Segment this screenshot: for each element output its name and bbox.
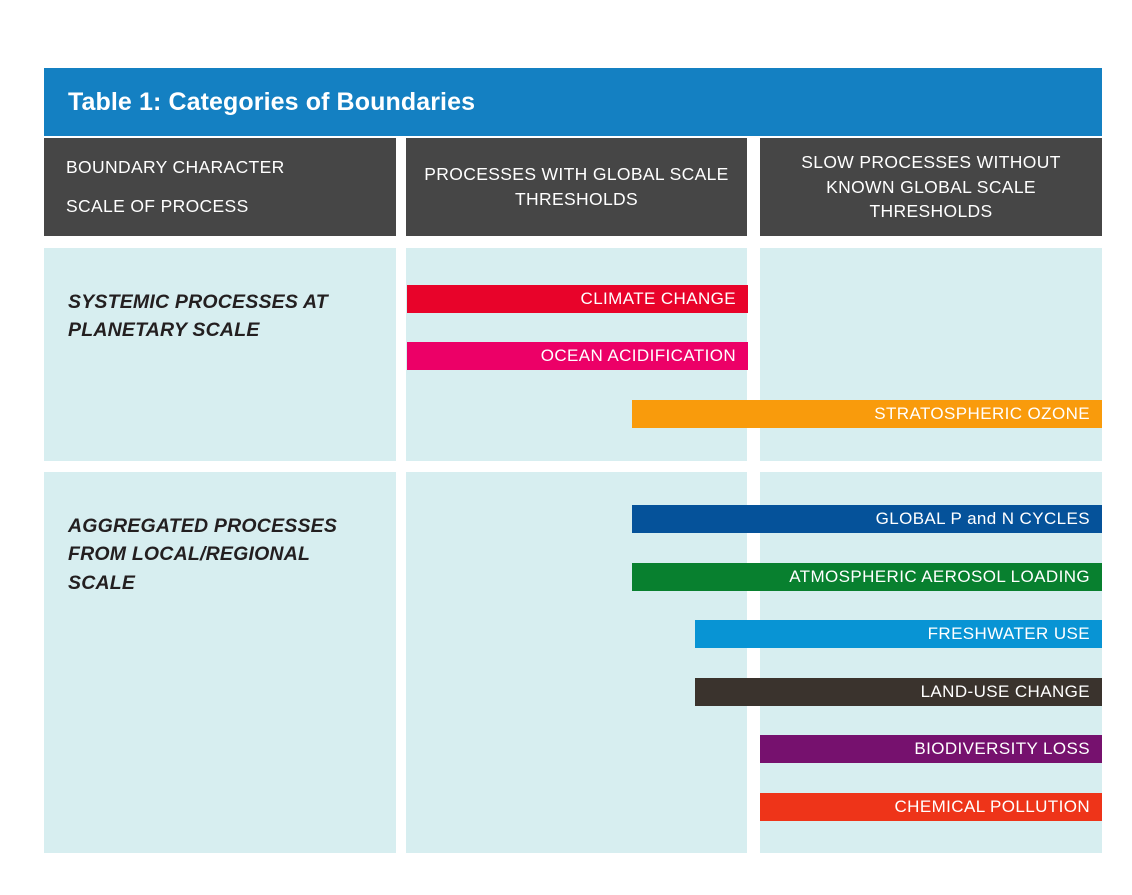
row1-cell-slow-processes <box>760 248 1102 461</box>
boundary-bar-label: GLOBAL P and N CYCLES <box>875 509 1090 528</box>
boundary-bar-label: STRATOSPHERIC OZONE <box>874 404 1090 423</box>
row-label-systemic: SYSTEMIC PROCESSES AT PLANETARY SCALE <box>68 291 328 342</box>
boundary-bar-label: OCEAN ACIDIFICATION <box>540 346 736 365</box>
boundary-bar-label: LAND-USE CHANGE <box>920 682 1090 701</box>
column-header-line-2: SCALE OF PROCESS <box>66 196 249 216</box>
boundary-bar-stratospheric-ozone[interactable]: STRATOSPHERIC OZONE <box>632 400 1102 428</box>
boundary-bar-ocean-acidification[interactable]: OCEAN ACIDIFICATION <box>407 342 748 370</box>
boundary-bar-climate-change[interactable]: CLIMATE CHANGE <box>407 285 748 313</box>
table-row: AGGREGATED PROCESSES FROM LOCAL/REGIONAL… <box>44 472 1102 853</box>
row-label-aggregated: AGGREGATED PROCESSES FROM LOCAL/REGIONAL… <box>68 515 338 594</box>
row-label-cell-systemic: SYSTEMIC PROCESSES AT PLANETARY SCALE <box>44 248 396 461</box>
boundary-bar-label: CHEMICAL POLLUTION <box>894 797 1090 816</box>
boundary-bar-atmospheric-aerosol-loading[interactable]: ATMOSPHERIC AEROSOL LOADING <box>632 563 1102 591</box>
page-title: Table 1: Categories of Boundaries <box>68 87 476 116</box>
boundary-bar-biodiversity-loss[interactable]: BIODIVERSITY LOSS <box>760 735 1102 763</box>
boundaries-table: Table 1: Categories of Boundaries BOUNDA… <box>44 68 1102 853</box>
column-header-global-thresholds: PROCESSES WITH GLOBAL SCALE THRESHOLDS <box>406 138 747 236</box>
boundary-bar-label: CLIMATE CHANGE <box>580 289 736 308</box>
boundary-bar-land-use-change[interactable]: LAND-USE CHANGE <box>695 678 1102 706</box>
column-header-boundary-character: BOUNDARY CHARACTER SCALE OF PROCESS <box>44 138 396 236</box>
table-header-row: BOUNDARY CHARACTER SCALE OF PROCESS PROC… <box>44 138 1102 236</box>
boundary-bar-label: FRESHWATER USE <box>927 624 1090 643</box>
column-header-slow-processes: SLOW PROCESSES WITHOUT KNOWN GLOBAL SCAL… <box>760 138 1102 236</box>
boundary-bar-chemical-pollution[interactable]: CHEMICAL POLLUTION <box>760 793 1102 821</box>
boundary-bar-label: ATMOSPHERIC AEROSOL LOADING <box>789 567 1090 586</box>
table-title-bar: Table 1: Categories of Boundaries <box>44 68 1102 136</box>
row2-cell-slow-processes <box>760 472 1102 853</box>
boundary-bar-freshwater-use[interactable]: FRESHWATER USE <box>695 620 1102 648</box>
row-label-cell-aggregated: AGGREGATED PROCESSES FROM LOCAL/REGIONAL… <box>44 472 396 853</box>
boundary-bar-label: BIODIVERSITY LOSS <box>914 739 1090 758</box>
boundary-bars-layer: CLIMATE CHANGE OCEAN ACIDIFICATION STRATOS… <box>44 68 1102 853</box>
column-header-line-1: BOUNDARY CHARACTER <box>66 157 285 178</box>
boundary-bar-global-p-and-n-cycles[interactable]: GLOBAL P and N CYCLES <box>632 505 1102 533</box>
row2-cell-global-thresholds <box>406 472 747 853</box>
